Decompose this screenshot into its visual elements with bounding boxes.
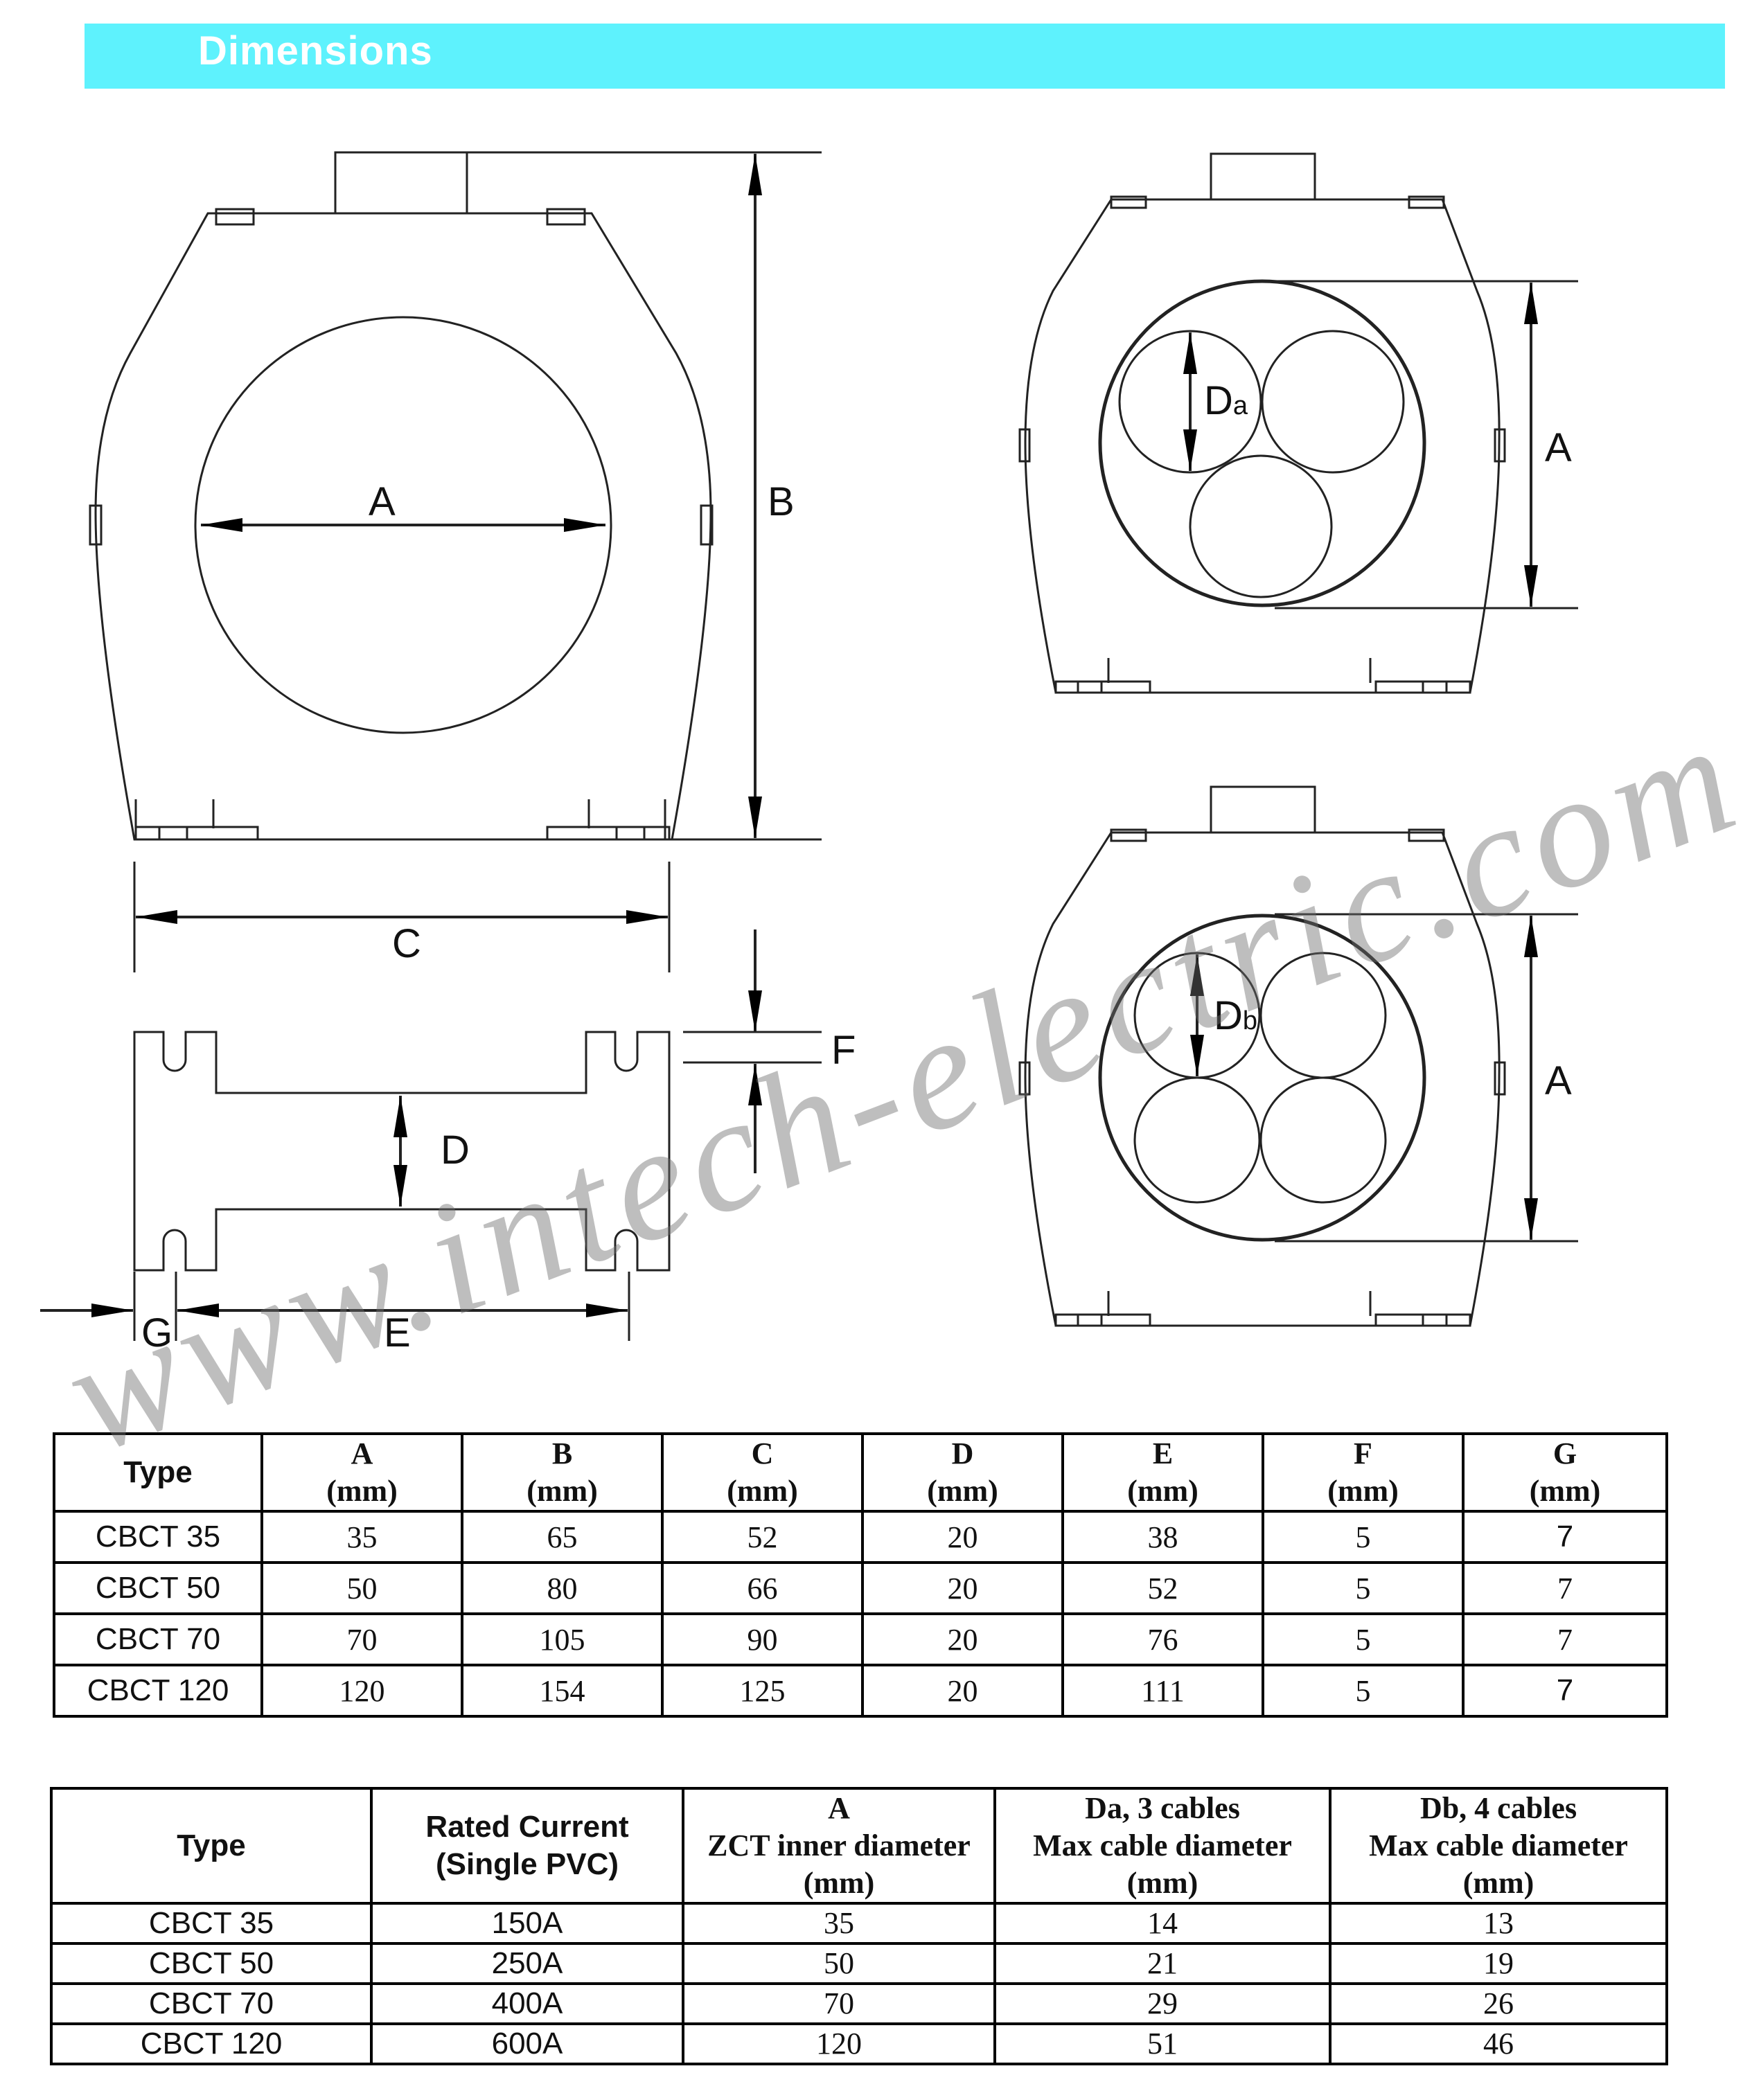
header-a: A(mm): [260, 1432, 463, 1513]
dimensions-table: Type A(mm) B(mm) C(mm) D(mm) E(mm) F(mm)…: [53, 1432, 1668, 1718]
table-row: CBCT 35 35 65 52 20 38 5 7: [53, 1510, 1668, 1564]
header-e: E(mm): [1061, 1432, 1264, 1513]
front-view: [89, 151, 714, 841]
dimension-drawing: A B C D E F G A Da A Db: [40, 151, 1578, 1355]
table-row: CBCT 50 250A 50 21 19: [50, 1942, 1668, 1985]
table-row: CBCT 70 70 105 90 20 76 5 7: [53, 1612, 1668, 1666]
four-cable-view: [1018, 785, 1506, 1327]
header-rated-current: Rated Current(Single PVC): [370, 1787, 684, 1905]
front-label-c: C: [392, 921, 421, 966]
header-d: D(mm): [861, 1432, 1064, 1513]
table-row: CBCT 120 120 154 125 20 111 5 7: [53, 1664, 1668, 1718]
four-cable-label-a: A: [1545, 1058, 1572, 1103]
side-label-e: E: [384, 1310, 411, 1355]
header-type: Type: [53, 1432, 263, 1513]
table-row: CBCT 50 50 80 66 20 52 5 7: [53, 1561, 1668, 1615]
side-label-g: G: [141, 1310, 172, 1355]
header-g: G(mm): [1462, 1432, 1668, 1513]
side-view: [133, 1031, 671, 1272]
front-label-a: A: [369, 479, 396, 524]
front-label-b: B: [768, 479, 795, 524]
header-f: F(mm): [1262, 1432, 1465, 1513]
table-row: CBCT 70 400A 70 29 26: [50, 1982, 1668, 2025]
section-header: Dimensions: [85, 24, 1725, 89]
four-cable-label-db: Db: [1214, 993, 1257, 1038]
header-c: C(mm): [661, 1432, 864, 1513]
header-b: B(mm): [461, 1432, 664, 1513]
table-row: CBCT 35 150A 35 14 13: [50, 1902, 1668, 1945]
three-cable-label-da: Da: [1204, 378, 1248, 423]
header-type: Type: [50, 1787, 373, 1905]
table-header-row: Type A(mm) B(mm) C(mm) D(mm) E(mm) F(mm)…: [53, 1432, 1668, 1513]
section-title: Dimensions: [198, 28, 433, 73]
table-row: CBCT 120 600A 120 51 46: [50, 2022, 1668, 2065]
side-label-d: D: [441, 1128, 470, 1173]
three-cable-label-a: A: [1545, 425, 1572, 470]
side-label-f: F: [831, 1028, 856, 1073]
three-cable-view: [1018, 152, 1506, 694]
